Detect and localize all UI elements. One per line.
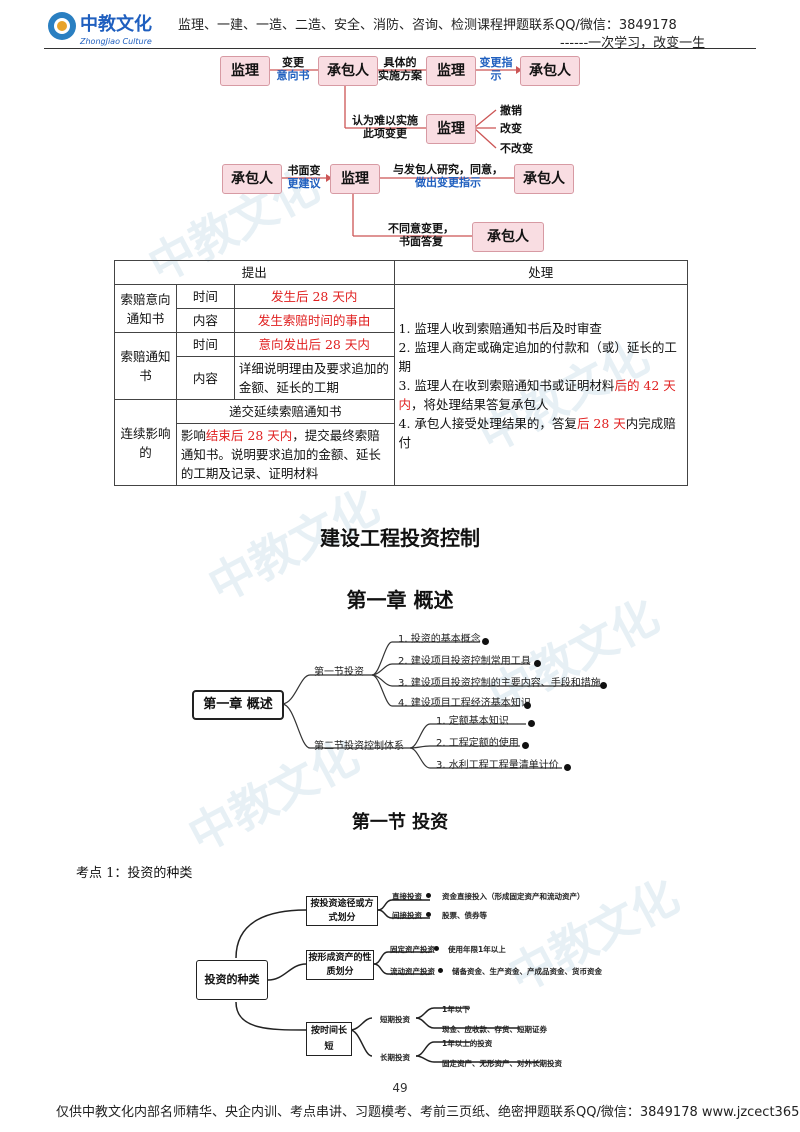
flow-label-jianyi: 书面变更建议 bbox=[287, 164, 321, 190]
cell-value-content: 发生索赔时间的事由 bbox=[233, 308, 395, 333]
kaodian-label: 考点 1：投资的种类 bbox=[76, 866, 193, 881]
mindmap1-item: 3. 建设项目投资控制的主要内容、手段和措施 bbox=[398, 678, 601, 689]
mindmap2-leaf-desc: 1年以上的投资 bbox=[442, 1039, 493, 1048]
flow-label-biangeng: 变更意向书 bbox=[276, 56, 310, 82]
mindmap2-leaf: 直接投资 bbox=[392, 892, 422, 901]
footer-text: 仅供中教文化内部名师精华、央企内训、考点串讲、习题模考、考前三页纸、绝密押题联系… bbox=[56, 1101, 800, 1120]
cell-value-time: 意向发出后 28 天内 bbox=[233, 332, 395, 357]
section-title: 第一节 投资 bbox=[351, 812, 449, 833]
flow-box-jianli: 监理 bbox=[426, 56, 476, 86]
chuli-step-2: 2. 监理人商定或确定追加的付款和（或）延长的工期 bbox=[398, 339, 677, 374]
mindmap2-leaf-desc: 固定资产、无形资产、对外长期投资 bbox=[442, 1059, 562, 1068]
mindmap2-leaf: 短期投资 bbox=[380, 1015, 410, 1024]
mindmap2-leaf-desc: 储备资金、生产资金、产成品资金、货币资金 bbox=[452, 967, 602, 976]
mindmap1-item: 3. 水利工程工程量清单计价 bbox=[436, 760, 559, 771]
bullet-dot bbox=[482, 638, 489, 645]
cell-value-content: 详细说明理由及要求追加的金额、延长的工期 bbox=[233, 356, 395, 400]
svg-text:ZhongJiao Culture: ZhongJiao Culture bbox=[79, 37, 152, 46]
mindmap2-leaf: 间接投资 bbox=[392, 911, 422, 920]
bullet-dot bbox=[524, 702, 531, 709]
header-slogan: ------一次学习，改变一生 bbox=[560, 36, 706, 51]
flow-label-biangeng-zhishi: 变更指示 bbox=[479, 56, 513, 82]
flow-option-bugaibian: 不改变 bbox=[500, 142, 533, 155]
bullet-dot bbox=[426, 893, 431, 898]
cell-label-content: 内容 bbox=[175, 356, 235, 400]
mindmap1-item: 2. 建设项目投资控制常用工具 bbox=[398, 656, 531, 667]
header-divider bbox=[44, 48, 756, 49]
mindmap1-item: 1. 定额基本知识 bbox=[436, 716, 509, 727]
flow-label-butongyi: 不同意变更，书面答复 bbox=[388, 222, 454, 248]
logo: 中教文化 ZhongJiao Culture bbox=[44, 8, 174, 48]
bullet-dot bbox=[528, 720, 535, 727]
claims-table: 提出 处理 索赔意向通知书 时间 发生后 28 天内 1. 监理人收到索赔通知书… bbox=[114, 260, 689, 486]
mindmap1-item: 1. 投资的基本概念 bbox=[398, 634, 481, 645]
flow-option-chexiao: 撤销 bbox=[500, 104, 522, 117]
cell-lianxu-sub: 递交延续索赔通知书 bbox=[175, 399, 395, 424]
mindmap1-branch-2: 第二节投资控制体系 bbox=[314, 741, 404, 752]
mindmap2-leaf: 长期投资 bbox=[380, 1053, 410, 1062]
bullet-dot bbox=[564, 764, 571, 771]
bullet-dot bbox=[434, 946, 439, 951]
mindmap2-leaf: 流动资产投资 bbox=[390, 967, 435, 976]
flow-box-chengbaoren: 承包人 bbox=[318, 56, 378, 86]
flow-label-plan: 具体的实施方案 bbox=[378, 56, 422, 82]
mindmap2-connectors bbox=[235, 899, 540, 1063]
cell-label-time: 时间 bbox=[175, 284, 235, 309]
flow-box-chengbaoren: 承包人 bbox=[222, 164, 282, 194]
mindmap2-leaf: 固定资产投资 bbox=[390, 945, 435, 954]
mindmap1-branch-1: 第一节投资 bbox=[314, 667, 364, 678]
footer-url[interactable]: www.jzcect365.com bbox=[701, 1105, 800, 1120]
row-label-lianxu: 连续影响的 bbox=[114, 399, 177, 486]
bullet-dot bbox=[438, 968, 443, 973]
flow-box-chengbaoren: 承包人 bbox=[514, 164, 574, 194]
mindmap2-leaf-desc: 1年以下 bbox=[442, 1005, 470, 1014]
row-label-suopei: 索赔通知书 bbox=[114, 332, 177, 400]
bullet-dot bbox=[534, 660, 541, 667]
table-header-chuli: 处理 bbox=[393, 260, 689, 285]
bullet-dot bbox=[426, 912, 431, 917]
mindmap2-leaf-desc: 现金、应收款、存货、短期证券 bbox=[442, 1025, 547, 1034]
mindmap1-connectors bbox=[281, 641, 600, 769]
cell-label-time: 时间 bbox=[175, 332, 235, 357]
chuli-step-1: 1. 监理人收到索赔通知书后及时审查 bbox=[398, 320, 602, 336]
mindmap2-branch-b: 按形成资产的性质划分 bbox=[306, 950, 374, 980]
table-header-tichu: 提出 bbox=[114, 260, 395, 285]
cell-value-time: 发生后 28 天内 bbox=[233, 284, 395, 309]
mindmap2-root: 投资的种类 bbox=[196, 960, 268, 1000]
cell-label-content: 内容 bbox=[175, 308, 235, 333]
chuli-step-4: 4. 承包人接受处理结果的，答复后 28 天内完成赔付 bbox=[398, 415, 676, 450]
chapter-title: 第一章 概述 bbox=[346, 588, 454, 612]
flow-box-chengbaoren: 承包人 bbox=[520, 56, 580, 86]
cell-lianxu-text: 影响结束后 28 天内，提交最终索赔通知书。说明要求追加的金额、延长的工期及记录… bbox=[175, 423, 395, 486]
mindmap2-leaf-desc: 资金直接投入（形成固定资产和流动资产） bbox=[442, 892, 585, 901]
svg-text:中教文化: 中教文化 bbox=[80, 13, 152, 35]
flow-box-jianli: 监理 bbox=[426, 114, 476, 144]
row-label-yixiang: 索赔意向通知书 bbox=[114, 284, 177, 333]
bullet-dot bbox=[600, 682, 607, 689]
mindmap2-leaf-desc: 股票、债券等 bbox=[442, 911, 487, 920]
cell-chuli-steps: 1. 监理人收到索赔通知书后及时审查 2. 监理人商定或确定追加的付款和（或）延… bbox=[393, 284, 689, 486]
mindmap2-branch-c: 按时间长短 bbox=[306, 1022, 352, 1056]
header-contact: 监理、一建、一造、二造、安全、消防、咨询、检测课程押题联系QQ/微信：38491… bbox=[178, 18, 677, 33]
mindmap1-item: 2. 工程定额的使用 bbox=[436, 738, 519, 749]
page-number: 49 bbox=[392, 1081, 408, 1095]
mindmap2-branch-a: 按投资途径或方式划分 bbox=[306, 896, 378, 926]
chuli-step-3: 3. 监理人在收到索赔通知书或证明材料后的 42 天内，将处理结果答复承包人 bbox=[398, 377, 676, 412]
flow-option-gaibian: 改变 bbox=[500, 122, 522, 135]
flow-label-yanjiu: 与发包人研究，同意，做出变更指示 bbox=[393, 163, 503, 189]
main-title: 建设工程投资控制 bbox=[320, 526, 480, 550]
mindmap2-leaf-desc: 使用年限1年以上 bbox=[448, 945, 506, 954]
flow-box-jianli: 监理 bbox=[220, 56, 270, 86]
flow-box-chengbaoren: 承包人 bbox=[472, 222, 544, 252]
mindmap1-root: 第一章 概述 bbox=[192, 690, 284, 720]
flow-label-nanyi: 认为难以实施此项变更 bbox=[352, 114, 418, 140]
bullet-dot bbox=[522, 742, 529, 749]
mindmap1-item: 4. 建设项目工程经济基本知识 bbox=[398, 698, 531, 709]
flow-box-jianli: 监理 bbox=[330, 164, 380, 194]
